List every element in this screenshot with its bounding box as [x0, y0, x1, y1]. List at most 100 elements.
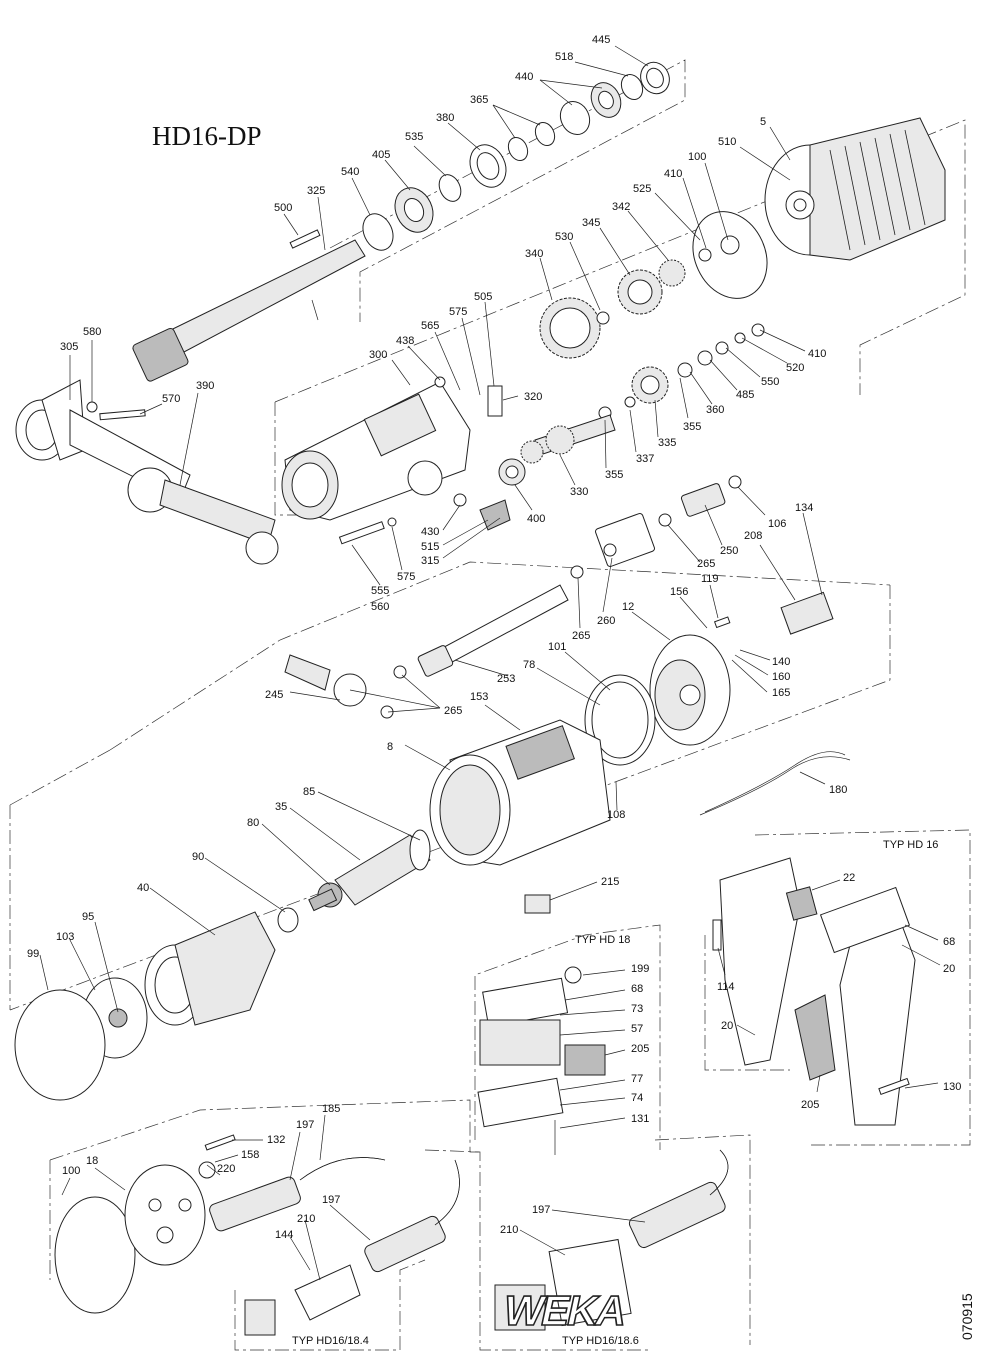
part-callout: 156 [670, 586, 688, 598]
part-callout: 440 [515, 71, 533, 83]
part-callout: 12 [622, 601, 634, 613]
part-callout: 77 [631, 1073, 643, 1085]
part-callout: 197 [322, 1194, 340, 1206]
part-callout: 153 [470, 691, 488, 703]
part-callout: 505 [474, 291, 492, 303]
leader-lines [39, 45, 941, 1281]
part-callout: 520 [786, 362, 804, 374]
part-callout: 342 [612, 201, 630, 213]
part-callout: 515 [421, 541, 439, 553]
part-callout: 315 [421, 555, 439, 567]
part-callout: 205 [631, 1043, 649, 1055]
part-callout: 265 [697, 558, 715, 570]
part-callout: 438 [396, 335, 414, 347]
part-callout: 320 [524, 391, 542, 403]
part-callout: 485 [736, 389, 754, 401]
part-callout: 134 [795, 502, 813, 514]
part-callout: 518 [555, 51, 573, 63]
part-callout: 260 [597, 615, 615, 627]
part-callout: 22 [843, 872, 855, 884]
part-callout: 245 [265, 689, 283, 701]
part-callout: 340 [525, 248, 543, 260]
part-callout: 530 [555, 231, 573, 243]
part-callout: 80 [247, 817, 259, 829]
part-callout: 215 [601, 876, 619, 888]
part-callout: 20 [721, 1020, 733, 1032]
part-callout: 74 [631, 1092, 643, 1104]
part-callout: 100 [62, 1165, 80, 1177]
part-callout: 265 [444, 705, 462, 717]
part-callout: 390 [196, 380, 214, 392]
part-callout: 305 [60, 341, 78, 353]
part-callout: 208 [744, 530, 762, 542]
part-drawings [14, 61, 946, 1336]
part-callout: 325 [307, 185, 325, 197]
drawing-title: HD16-DP [152, 121, 262, 151]
part-callout: 220 [217, 1163, 235, 1175]
document-number: 070915 [959, 1293, 975, 1340]
part-callout: 57 [631, 1023, 643, 1035]
variant-label-hd16-18-4: TYP HD16/18.4 [292, 1335, 369, 1347]
part-callout: 158 [241, 1149, 259, 1161]
part-callout: 160 [772, 671, 790, 683]
part-callout: 131 [631, 1113, 649, 1125]
part-callout: 300 [369, 349, 387, 361]
part-callout: 73 [631, 1003, 643, 1015]
part-callout: 101 [548, 641, 566, 653]
part-callout: 78 [523, 659, 535, 671]
part-callout: 265 [572, 630, 590, 642]
part-callout: 565 [421, 320, 439, 332]
part-callout: 197 [532, 1204, 550, 1216]
part-callout: 99 [27, 948, 39, 960]
part-callout: 68 [631, 983, 643, 995]
part-callout: 180 [829, 784, 847, 796]
part-callout: 185 [322, 1103, 340, 1115]
part-callout: 95 [82, 911, 94, 923]
part-callout: 114 [717, 981, 735, 993]
part-callout: 210 [500, 1224, 518, 1236]
part-callout: 365 [470, 94, 488, 106]
part-callout: 575 [449, 306, 467, 318]
part-callout: 165 [772, 687, 790, 699]
part-callout: 35 [275, 801, 287, 813]
part-callout: 410 [808, 348, 826, 360]
part-callout: 355 [605, 469, 623, 481]
variant-label-hd16-18-6: TYP HD16/18.6 [562, 1335, 639, 1347]
part-callout: 380 [436, 112, 454, 124]
part-callout: 250 [720, 545, 738, 557]
part-callout: 345 [582, 217, 600, 229]
variant-label-hd16: TYP HD 16 [883, 839, 938, 851]
part-callout: 85 [303, 786, 315, 798]
part-callout: 560 [371, 601, 389, 613]
part-callout: 410 [664, 168, 682, 180]
part-callout: 119 [701, 573, 719, 585]
part-callout: 430 [421, 526, 439, 538]
part-callout: 210 [297, 1213, 315, 1225]
part-callout: 555 [371, 585, 389, 597]
part-callout: 140 [772, 656, 790, 668]
part-callout: 330 [570, 486, 588, 498]
part-callout: 197 [296, 1119, 314, 1131]
part-callout: 500 [274, 202, 292, 214]
part-callout: 68 [943, 936, 955, 948]
part-callout: 337 [636, 453, 654, 465]
weka-logo: WEKA [499, 1287, 631, 1333]
part-callout: 510 [718, 136, 736, 148]
part-callout: 144 [275, 1229, 293, 1241]
part-callout: 8 [387, 741, 393, 753]
part-callout: 132 [267, 1134, 285, 1146]
part-callout: 540 [341, 166, 359, 178]
part-callout: 199 [631, 963, 649, 975]
part-callout: 205 [801, 1099, 819, 1111]
part-callout: 108 [607, 809, 625, 821]
part-callout: 580 [83, 326, 101, 338]
callout-labels: 4455184403653805354055403255005105100410… [27, 34, 961, 1241]
variant-label-hd18: TYP HD 18 [575, 934, 630, 946]
part-callout: 106 [768, 518, 786, 530]
part-callout: 40 [137, 882, 149, 894]
part-callout: 5 [760, 116, 766, 128]
part-callout: 400 [527, 513, 545, 525]
part-callout: 575 [397, 571, 415, 583]
part-callout: 335 [658, 437, 676, 449]
part-callout: 90 [192, 851, 204, 863]
